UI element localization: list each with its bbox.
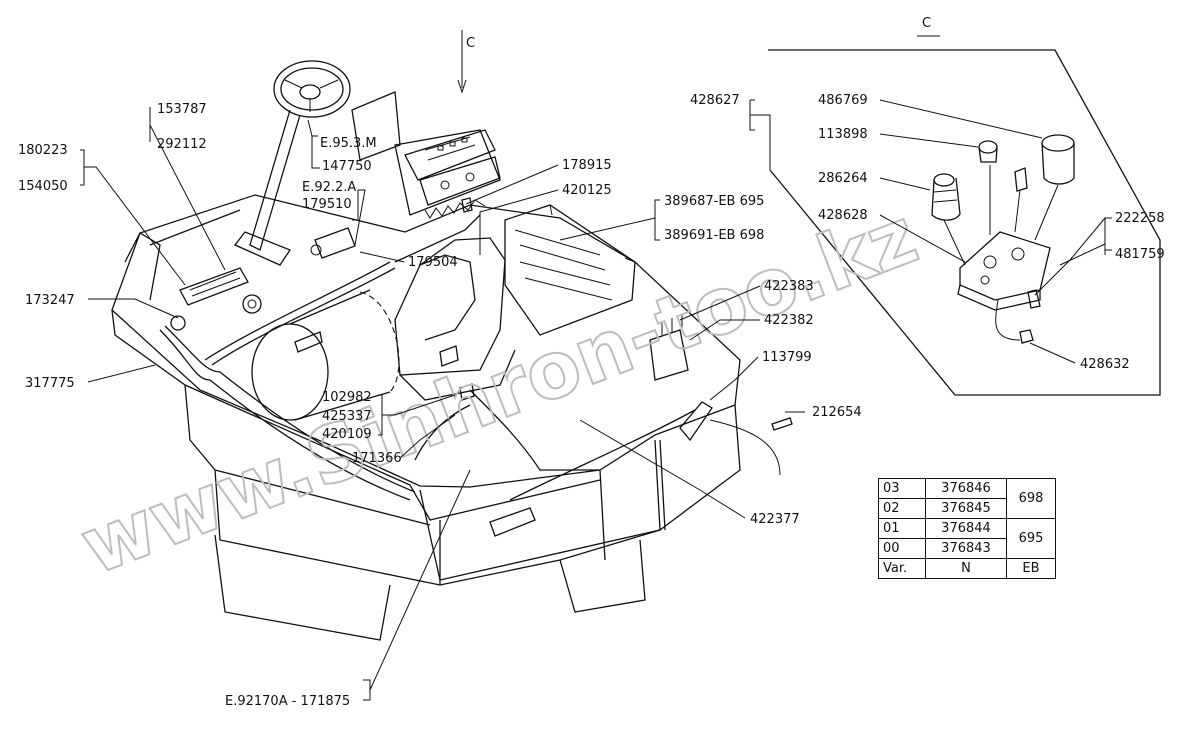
- table-cell-var: 00: [878, 538, 926, 559]
- table-header-eb: EB: [1006, 558, 1056, 579]
- label-178915: 178915: [562, 158, 612, 173]
- table-cell-eb: 695: [1006, 518, 1056, 559]
- table-cell-eb: 698: [1006, 478, 1056, 519]
- label-481759: 481759: [1115, 247, 1165, 262]
- label-E922A: E.92.2.A: [302, 180, 356, 195]
- table-cell-var: 02: [878, 498, 926, 519]
- leader-lines: [80, 30, 1112, 701]
- label-286264: 286264: [818, 171, 868, 186]
- label-292112: 292112: [157, 137, 207, 152]
- table-cell-var: 01: [878, 518, 926, 539]
- label-212654: 212654: [812, 405, 862, 420]
- label-486769: 486769: [818, 93, 868, 108]
- table-cell-n: 376843: [925, 538, 1007, 559]
- label-153787: 153787: [157, 102, 207, 117]
- label-317775: 317775: [25, 376, 75, 391]
- part-number-labels: 180223 154050 153787 292112 173247 31777…: [18, 16, 1165, 709]
- label-420109: 420109: [322, 427, 372, 442]
- label-113799: 113799: [762, 350, 812, 365]
- table-row: 01 376844 695: [878, 518, 1056, 559]
- table-footer-row: Var. N EB: [878, 558, 1056, 579]
- label-102982: 102982: [322, 390, 372, 405]
- table-cell-n: 376845: [925, 498, 1007, 519]
- label-171366: 171366: [352, 451, 402, 466]
- label-179504: 179504: [408, 255, 458, 270]
- table-cell-n: 376846: [925, 478, 1007, 499]
- table-row: 00 376843: [878, 538, 1056, 559]
- label-222258: 222258: [1115, 211, 1165, 226]
- label-113898: 113898: [818, 127, 868, 142]
- label-389691: 389691-EB 698: [664, 228, 764, 243]
- label-422383: 422383: [764, 279, 814, 294]
- label-154050: 154050: [18, 179, 68, 194]
- table-row: 03 376846 698: [878, 478, 1056, 519]
- label-420125: 420125: [562, 183, 612, 198]
- label-E953M: E.95.3.M: [320, 136, 377, 151]
- label-422382: 422382: [764, 313, 814, 328]
- label-173247: 173247: [25, 293, 75, 308]
- label-425337: 425337: [322, 409, 372, 424]
- label-147750: 147750: [322, 159, 372, 174]
- table-header-var: Var.: [878, 558, 926, 579]
- table-cell-n: 376844: [925, 518, 1007, 539]
- label-428628: 428628: [818, 208, 868, 223]
- view-c-arrow-label: C: [466, 36, 475, 51]
- label-428632: 428632: [1080, 357, 1130, 372]
- label-180223: 180223: [18, 143, 68, 158]
- label-179510: 179510: [302, 197, 352, 212]
- label-389687: 389687-EB 695: [664, 194, 764, 209]
- label-422377: 422377: [750, 512, 800, 527]
- table-cell-var: 03: [878, 478, 926, 499]
- label-428627: 428627: [690, 93, 740, 108]
- variant-table: 03 376846 698 02 376845 01 376844 695 00…: [878, 478, 1056, 579]
- machine-body-drawing: [111, 60, 793, 641]
- table-header-n: N: [925, 558, 1007, 579]
- table-row: 02 376845: [878, 498, 1056, 519]
- label-E92170A-171875: E.92170A - 171875: [225, 694, 350, 709]
- view-c-detail-title: C: [922, 16, 931, 31]
- detail-view-c: [768, 49, 1161, 396]
